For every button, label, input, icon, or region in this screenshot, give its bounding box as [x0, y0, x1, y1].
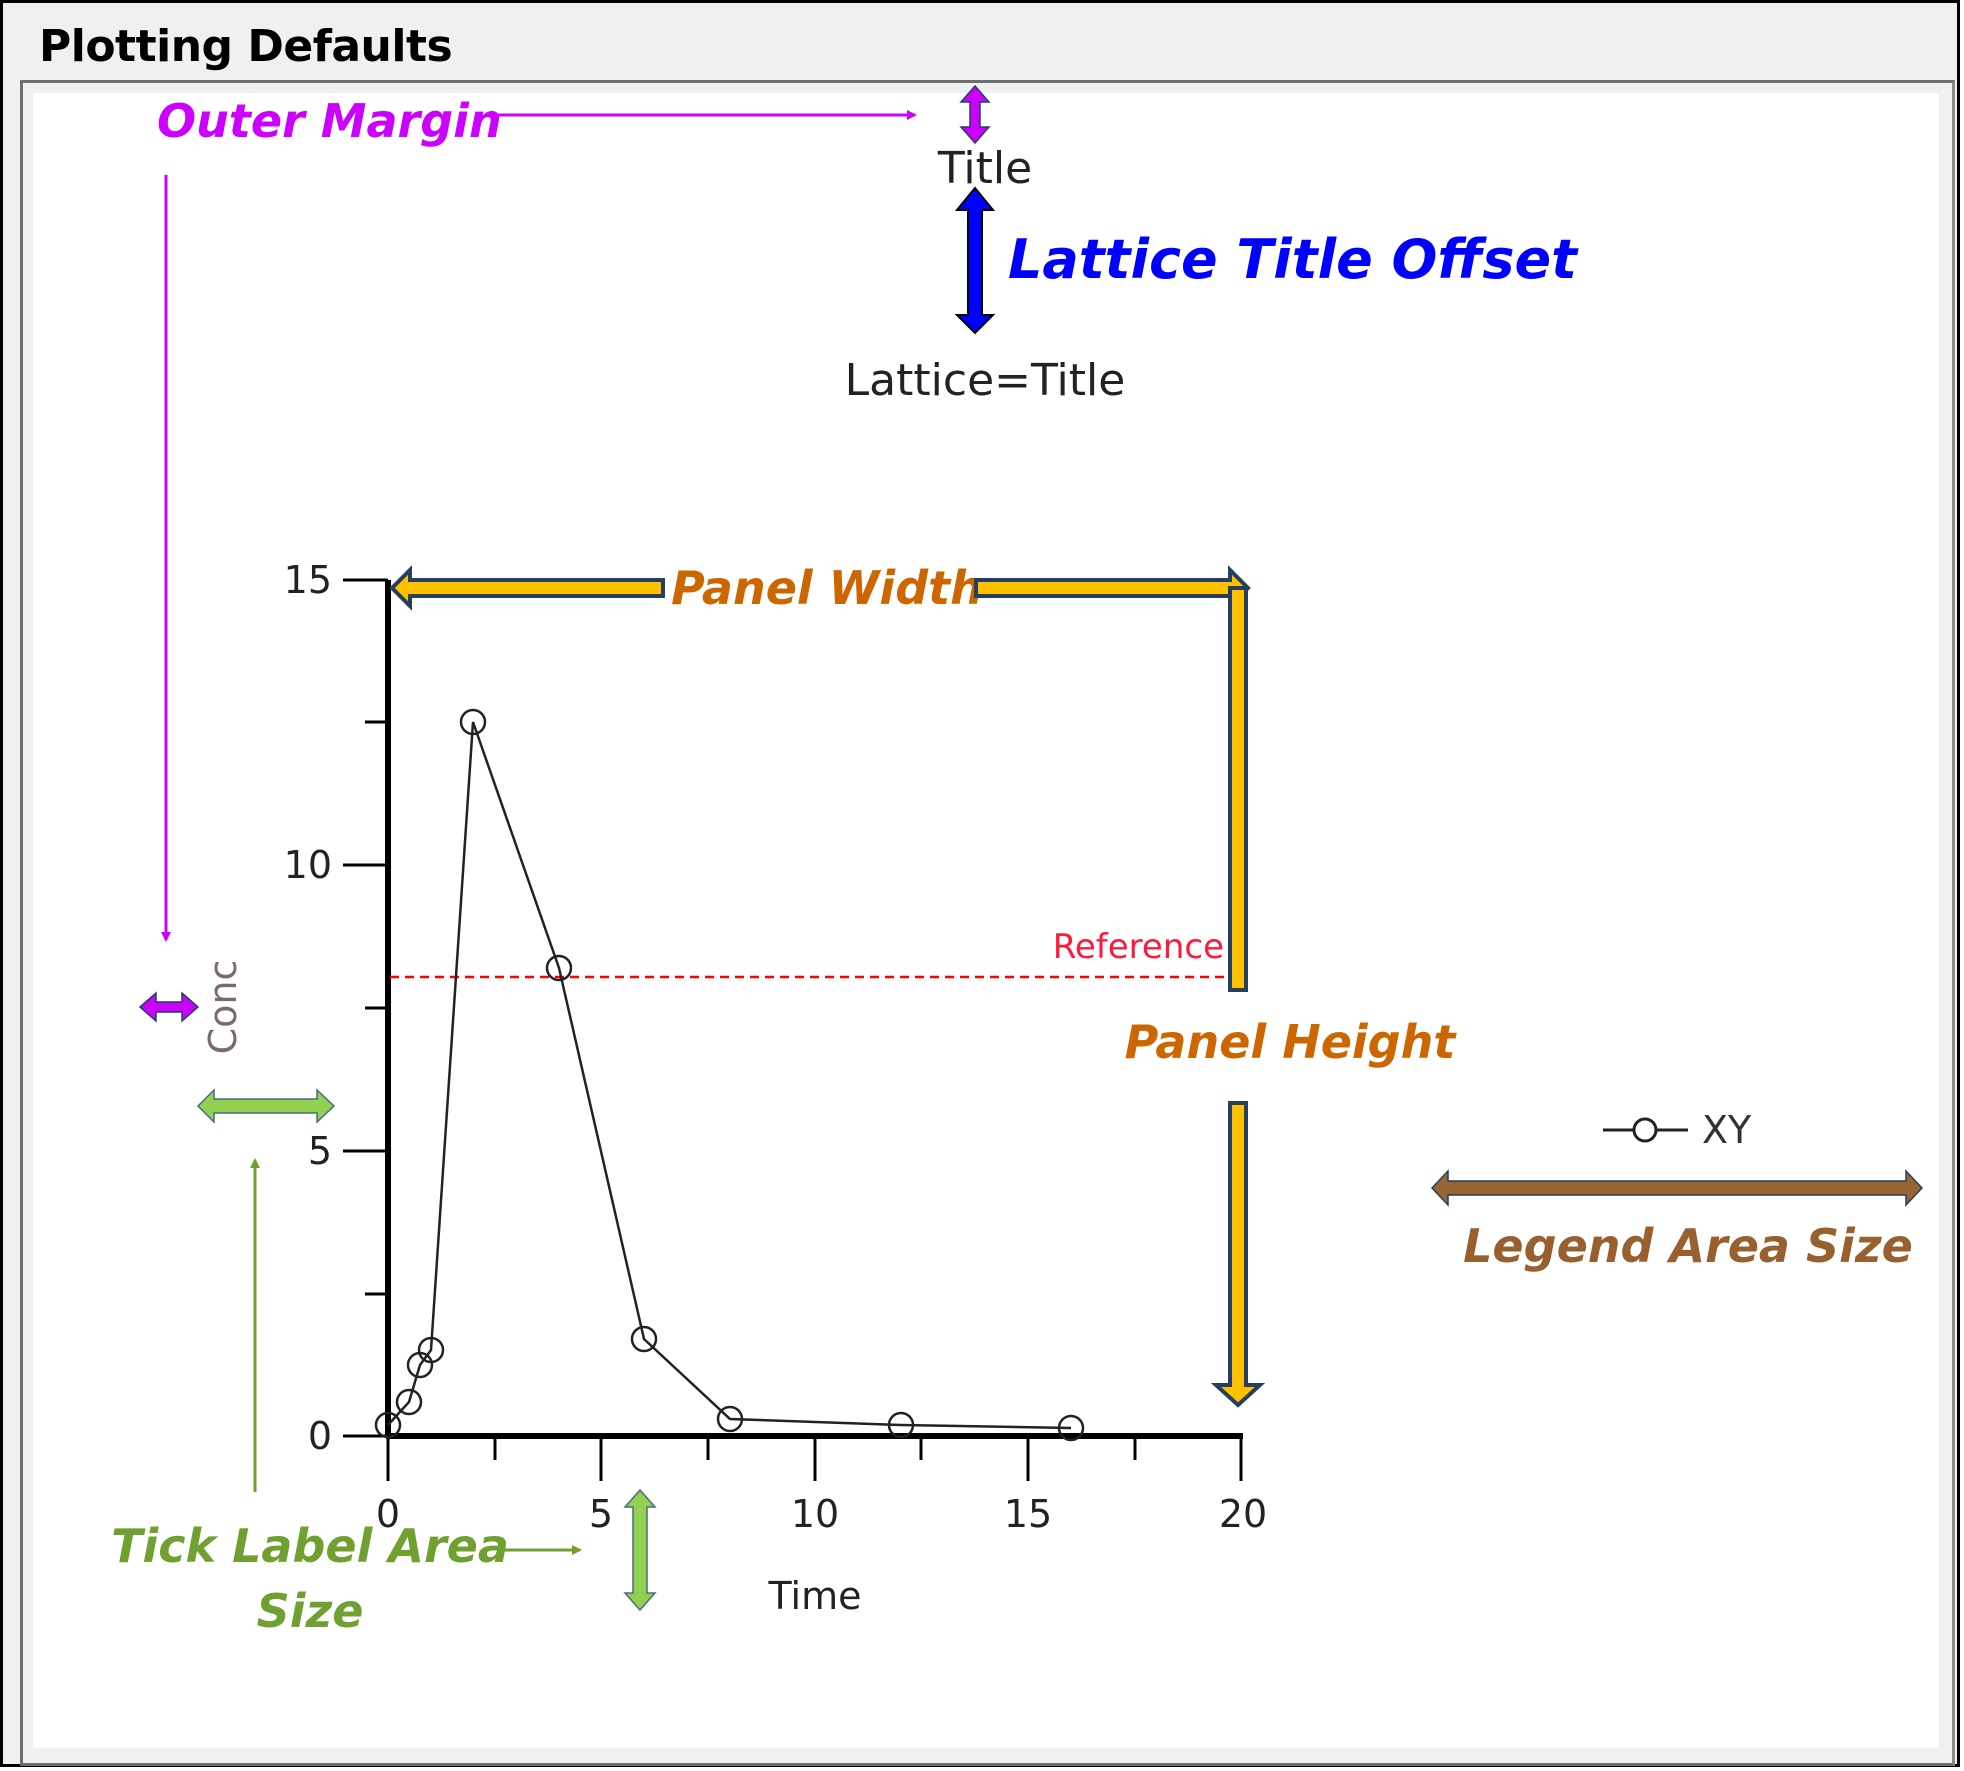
- lattice-title-offset-label: Lattice Title Offset: [1008, 228, 1579, 291]
- data-point: [417, 1336, 445, 1364]
- panel-width-left-arrow-icon: [389, 565, 665, 611]
- y-tick-label: 10: [284, 843, 332, 887]
- outer-margin-left-double-arrow-icon: [138, 991, 200, 1023]
- y-axis: [343, 578, 391, 1438]
- x-axis-label: Time: [768, 1574, 862, 1618]
- x-tick-label: 5: [589, 1492, 613, 1536]
- outer-margin-label: Outer Margin: [157, 94, 502, 148]
- tick-label-area-horizontal-double-arrow-icon: [196, 1088, 336, 1124]
- data-point: [545, 954, 573, 982]
- window-title: Plotting Defaults: [39, 21, 453, 72]
- outer-margin-top-double-arrow-icon: [959, 84, 991, 145]
- x-tick-label: 15: [1004, 1492, 1052, 1536]
- panel-height-label: Panel Height: [1125, 1015, 1458, 1069]
- y-tick-label: 0: [308, 1414, 332, 1458]
- panel-width-label: Panel Width: [671, 561, 983, 615]
- legend-area-size-double-arrow-icon: [1430, 1169, 1924, 1207]
- lattice-title-offset-double-arrow-icon: [954, 186, 996, 335]
- data-point: [630, 1325, 658, 1353]
- plot-title: Title: [937, 143, 1032, 194]
- x-tick-labels: 0 5 10 15 20: [376, 1492, 1267, 1536]
- lattice-title: Lattice=Title: [845, 355, 1126, 406]
- tick-label-area-vertical-double-arrow-icon: [623, 1488, 657, 1612]
- x-tick-label: 0: [376, 1492, 400, 1536]
- legend: XY: [1603, 1108, 1752, 1152]
- data-series-xy: [374, 708, 1085, 1442]
- panel-height-down-arrow-icon: [1210, 1101, 1266, 1408]
- panel-height-upper-bar-icon: [1228, 586, 1248, 992]
- data-point: [716, 1405, 744, 1433]
- x-tick-label: 20: [1219, 1492, 1267, 1536]
- tick-label-area-label-line2: Size: [257, 1584, 364, 1638]
- legend-label: XY: [1702, 1108, 1752, 1152]
- y-tick-labels: 15 10 5 0: [284, 558, 332, 1458]
- reference-label: Reference: [1053, 927, 1224, 967]
- plot-preview-area: [33, 93, 1939, 1748]
- data-point: [459, 708, 487, 736]
- data-point: [395, 1388, 423, 1416]
- y-tick-label: 5: [308, 1129, 332, 1173]
- y-axis-label: Conc: [201, 960, 245, 1055]
- y-tick-label: 15: [284, 558, 332, 602]
- legend-area-size-label: Legend Area Size: [1463, 1219, 1913, 1273]
- tick-label-area-label-line1: Tick Label Area: [111, 1519, 509, 1573]
- x-tick-label: 10: [791, 1492, 839, 1536]
- x-axis: [386, 1433, 1243, 1481]
- data-point: [374, 1411, 402, 1439]
- legend-circle-marker-icon: [1632, 1117, 1658, 1143]
- data-point: [1057, 1414, 1085, 1442]
- data-point: [887, 1411, 915, 1439]
- panel-width-right-arrow-icon: [974, 565, 1251, 611]
